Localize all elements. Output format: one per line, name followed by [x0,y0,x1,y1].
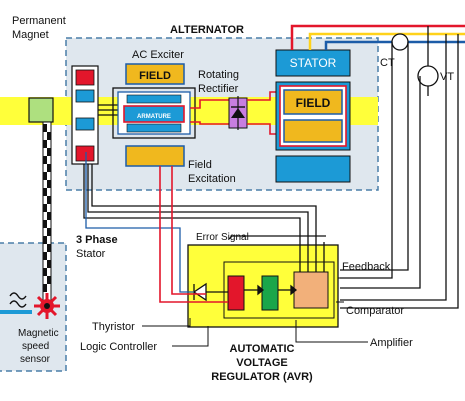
gear-icon [34,293,60,319]
thyristor-label: Thyristor [92,321,135,333]
field-excitation-label-1: Field [188,159,212,171]
checker-cell [47,164,51,172]
checker-cell [43,124,47,132]
output-lines [290,24,465,50]
ac-exciter-label: AC Exciter [132,49,184,61]
three-phase-label-1: 3 Phase [76,234,118,246]
checker-cell [47,212,51,220]
speed-sensor-label-2: speed [22,341,49,352]
comparator-label: Comparator [346,305,404,317]
shaft-checker-pattern [43,124,51,292]
ct-icon [391,33,409,51]
avr-title-1: AUTOMATIC [230,343,295,355]
exciter-field-block [125,63,185,85]
checker-cell [47,276,51,284]
exciter-red-wiring [190,99,230,125]
vt-wiring [340,26,459,309]
avr-title-2: VOLTAGE [236,357,288,369]
diode-icon [231,96,245,130]
permanent-magnet-label-2: Magnet [12,29,49,41]
speed-sensor-label-1: Magnetic [18,328,59,339]
exciter-field-text: FIELD [139,70,171,82]
field-excitation-label-2: Excitation [188,173,236,185]
checker-cell [43,204,47,212]
stator-red-top [75,69,95,86]
avr-inner-outline [223,261,335,319]
checker-cell [43,172,47,180]
checker-cell [43,220,47,228]
logic-controller-label: Logic Controller [80,341,157,353]
checker-cell [43,252,47,260]
thyristor-block [227,275,245,311]
checker-cell [43,236,47,244]
vt-icon [417,65,439,87]
amplifier-label: Amplifier [370,337,413,349]
armature-block [123,105,185,123]
blue-wiring [85,152,194,293]
speed-sensor-label-3: sensor [20,354,51,365]
exciter-blue-top [126,94,182,104]
error-signal-label: Error Signal [196,232,249,243]
checker-cell [47,260,51,268]
checker-cell [47,148,51,156]
stator-block-bottom [275,155,351,183]
main-field-block [283,89,343,115]
field-excitation-wiring [159,166,228,303]
stator-blue-mid [75,117,95,131]
permanent-magnet [28,97,54,123]
main-field-lower [283,119,343,143]
vt-label: VT [440,71,454,83]
checker-cell [47,180,51,188]
checker-cell [43,156,47,164]
avr-arrows [206,284,298,296]
avr-title-3: REGULATOR (AVR) [211,371,313,383]
checker-cell [47,132,51,140]
main-field-text: FIELD [296,96,331,110]
stator-text: STATOR [290,56,337,70]
armature-text: ARMATURE [137,114,171,120]
exciter-outline [112,87,196,139]
stator-blue-top [75,89,95,103]
checker-cell [43,284,47,292]
amplifier-block [261,275,279,311]
feedback-label: Feedback [342,261,391,273]
checker-cell [43,268,47,276]
checker-cell [47,244,51,252]
exciter-blue-bottom [126,123,182,133]
permanent-magnet-label-1: Permanent [12,15,66,27]
leader-lines [142,277,368,347]
ct-label: CT [380,57,395,69]
alternator-title: ALTERNATOR [170,24,244,36]
exciter-field-bottom [125,145,185,167]
stator-red-bottom [75,145,95,162]
comparator-block [293,271,329,309]
checker-cell [43,188,47,196]
signal-wiring [83,164,326,272]
three-phase-label-2: Stator [76,248,106,260]
checker-cell [43,140,47,148]
rotating-label: Rotating [198,69,239,81]
rectifier-label: Rectifier [198,83,239,95]
checker-cell [47,196,51,204]
checker-cell [47,228,51,236]
stator-block [275,49,351,77]
